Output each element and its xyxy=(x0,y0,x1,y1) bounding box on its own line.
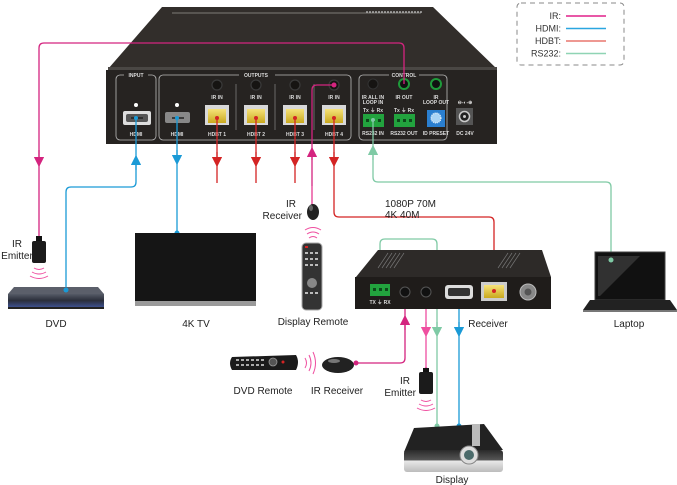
dvd-label: DVD xyxy=(45,319,66,330)
cable-rs232-receiver-to-display xyxy=(379,238,438,426)
ir-receiver-top-label-2: Receiver xyxy=(263,211,303,222)
display-projector-image xyxy=(404,424,503,472)
ir-emitter-bottom xyxy=(416,368,436,411)
ir-loop-out-label-2: LOOP OUT xyxy=(423,100,449,106)
ir-all-in-label: IR ALL IN xyxy=(362,95,385,101)
svg-text:⊖-◐-⊕: ⊖-◐-⊕ xyxy=(458,100,473,106)
tv-image xyxy=(135,233,256,306)
rs232-in-txrx: Tx ⏚ Rx xyxy=(363,107,383,114)
display-label: Display xyxy=(436,475,469,485)
receiver-device: TX ⏚ RX xyxy=(355,250,551,309)
cable-hdmi-dvd-to-input xyxy=(65,118,137,290)
ir-emitter-left xyxy=(29,236,49,279)
ir-emitter-bottom-label-2: Emitter xyxy=(384,388,416,399)
legend-label: HDBT: xyxy=(535,36,561,46)
ir-receiver-bottom xyxy=(322,357,354,373)
distance-note-line2: 4K 40M xyxy=(385,210,419,221)
distance-note-line1: 1080P 70M xyxy=(385,199,436,210)
ir-receiver-top-label-1: IR xyxy=(286,199,296,210)
cable-ir-to-dvd-emitter xyxy=(38,42,405,238)
tv-label: 4K TV xyxy=(182,319,210,330)
outputs-panel-label: OUTPUTS xyxy=(244,73,269,79)
dc-label: DC 24V xyxy=(456,131,474,137)
receiver-txrx-label: TX ⏚ RX xyxy=(369,299,391,306)
id-preset-label: ID PRESET xyxy=(423,131,449,137)
cable-rs232-laptop-to-tx xyxy=(372,120,612,260)
ir-emitter-left-label-1: IR xyxy=(12,239,22,250)
ir-in-label: IR IN xyxy=(211,95,223,101)
ir-receiver-top xyxy=(304,204,322,239)
legend-label: HDMI: xyxy=(536,24,562,34)
ir-in-label: IR IN xyxy=(250,95,262,101)
cable-ir-receiver-to-ir-in xyxy=(311,84,334,205)
loop-in-label: LOOP IN xyxy=(363,100,384,106)
legend-label: IR: xyxy=(549,11,561,21)
ir-out-label: IR OUT xyxy=(396,95,413,101)
cable-hdbt4-to-receiver xyxy=(333,118,495,290)
legend: IR: HDMI: HDBT: RS232: xyxy=(516,2,625,66)
rs232-out-txrx: Tx ⏚ Rx xyxy=(394,107,414,114)
ir-receiver-bottom-label: IR Receiver xyxy=(311,386,364,397)
display-remote-label: Display Remote xyxy=(278,317,349,328)
receiver-label: Receiver xyxy=(468,319,508,330)
laptop-image xyxy=(583,251,677,312)
input-panel-label: INPUT xyxy=(129,73,144,79)
rs232-out-label: RS232 OUT xyxy=(390,131,417,137)
dvd-remote-image xyxy=(230,351,316,375)
dvd-player-image xyxy=(8,287,104,309)
legend-label: RS232: xyxy=(531,49,561,59)
ir-emitter-left-label-2: Emitter xyxy=(1,251,33,262)
dvd-remote-label: DVD Remote xyxy=(234,386,293,397)
ir-in-label: IR IN xyxy=(328,95,340,101)
ir-emitter-bottom-label-1: IR xyxy=(400,376,410,387)
ir-in-label: IR IN xyxy=(289,95,301,101)
display-remote-image xyxy=(301,242,323,311)
cable-ir-bottom-receiver xyxy=(356,292,406,364)
laptop-label: Laptop xyxy=(614,319,645,330)
ir-loop-out-label-1: IR xyxy=(434,95,439,101)
